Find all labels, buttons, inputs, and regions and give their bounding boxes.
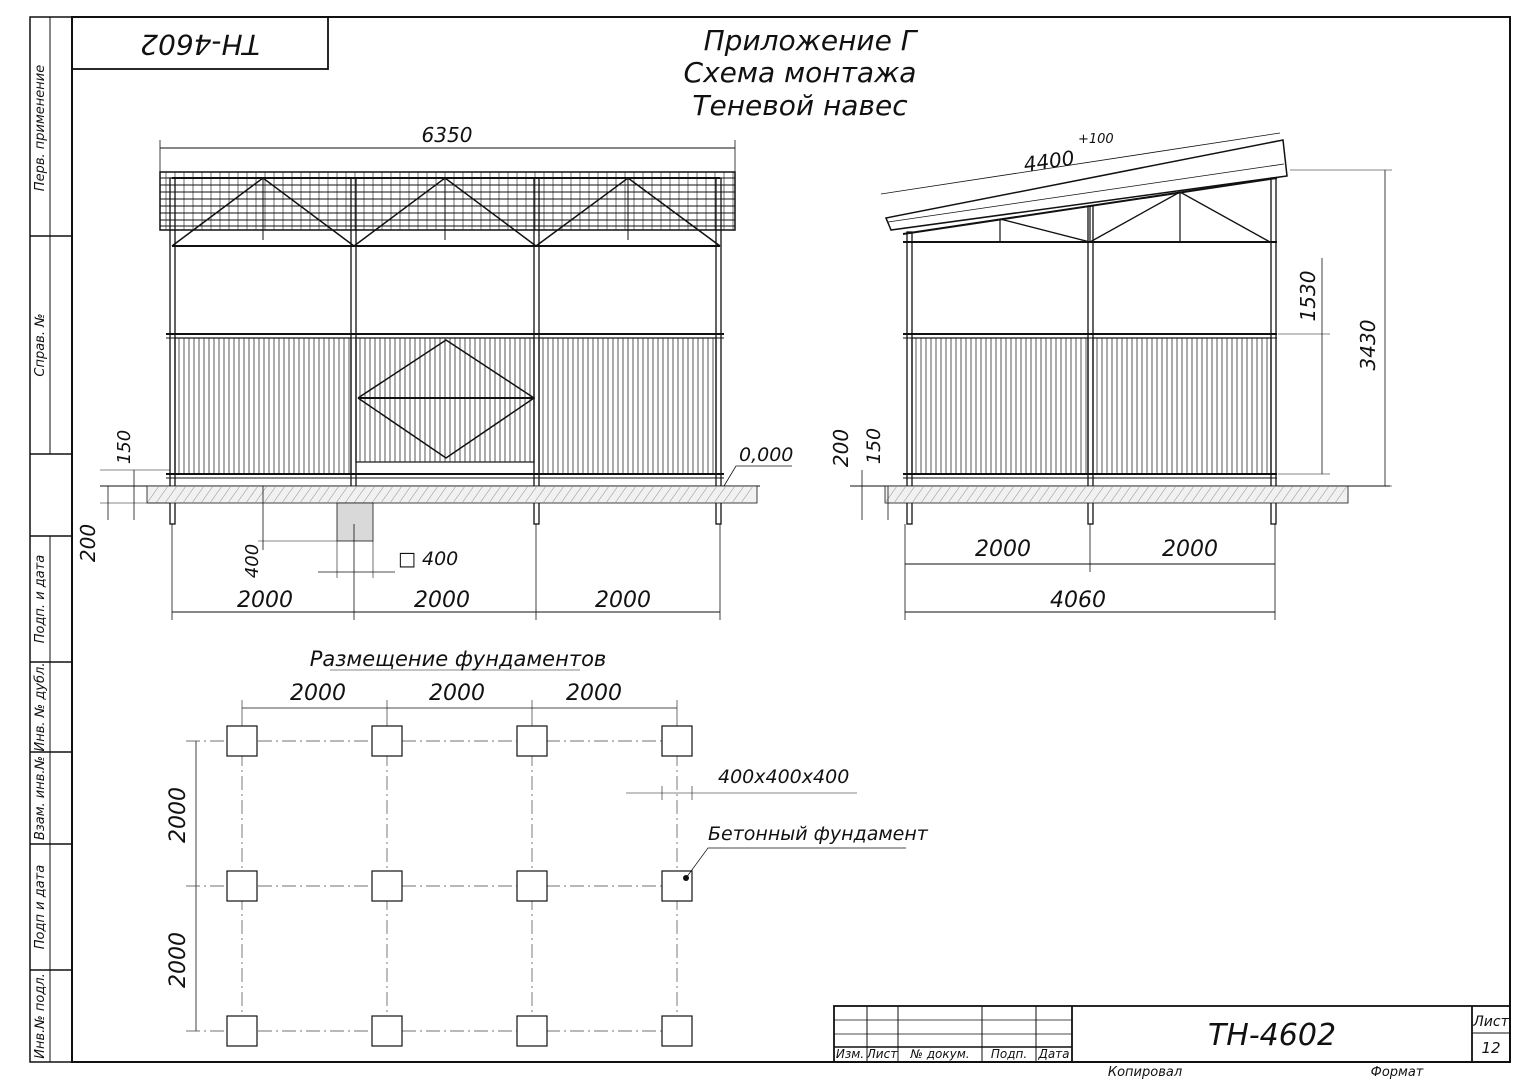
front-dim-bay-1: 2000: [237, 588, 293, 613]
side-label-podp-1: Подп. и дата: [33, 555, 48, 644]
plan-spacing-y-1: 2000: [166, 787, 191, 843]
side-dim-bay-1: 2000: [975, 537, 1031, 562]
side-dim-upper-height: 1530: [1296, 271, 1320, 322]
plan-block-size: 400х400х400: [718, 766, 849, 788]
foundation-block: [371, 725, 403, 757]
foundation-block: [516, 1015, 548, 1047]
plan-axes: [186, 728, 692, 1046]
foundation-block: [516, 725, 548, 757]
foundation-block: [226, 1015, 258, 1047]
title-block: [833, 1005, 1511, 1063]
front-dim-150: 150: [114, 430, 135, 464]
tb-col-data: Дата: [1037, 1047, 1069, 1061]
side-dim-roof-tolerance: +100: [1078, 132, 1114, 147]
front-dim-bay-2: 2000: [414, 588, 470, 613]
side-dim-overall: 4060: [1050, 588, 1106, 613]
tb-format: Формат: [1371, 1065, 1424, 1080]
foundation-block: [516, 870, 548, 902]
side-dim-200: 200: [829, 429, 853, 467]
side-dim-total-height: 3430: [1356, 320, 1380, 371]
tb-copied: Копировал: [1108, 1065, 1182, 1080]
plan-spacing-x-3: 2000: [566, 681, 622, 706]
side-dim-bay-2: 2000: [1162, 537, 1218, 562]
front-dim-overall: 6350: [422, 123, 473, 147]
side-corrugation: [915, 338, 1268, 474]
side-dim-roof-length: 4400: [1022, 146, 1076, 177]
foundation-block: [226, 725, 258, 757]
side-view: [850, 132, 1392, 620]
front-view: [100, 140, 792, 620]
side-label-inv-podl: Инв.№ подл.: [33, 973, 48, 1059]
tb-sheet-label: Лист: [1472, 1014, 1509, 1030]
front-roof-hatch: [160, 177, 735, 227]
front-level-mark: 0,000: [739, 444, 793, 466]
side-label-perv: Перв. применение: [33, 65, 48, 191]
front-dim-200: 200: [76, 524, 100, 562]
tb-col-izm: Изм.: [836, 1047, 864, 1061]
tb-sheet-number: 12: [1481, 1039, 1500, 1057]
front-post-section: □ 400: [398, 548, 458, 570]
side-ground-hatch: [884, 485, 1348, 504]
rotated-stamp: ТН-4602: [71, 16, 329, 70]
side-label-inv-dubl: Инв. № дубл.: [33, 663, 48, 752]
side-label-podp-2: Подп и дата: [33, 865, 48, 949]
foundation-plan: [186, 669, 906, 1047]
foundation-block: [371, 1015, 403, 1047]
plan-callout: Бетонный фундамент: [708, 823, 929, 845]
tb-col-list: Лист: [866, 1047, 898, 1061]
tb-code: ТН-4602: [1208, 1018, 1336, 1053]
title-line-2: Схема монтажа: [684, 56, 917, 89]
side-label-vzam: Взам. инв.№: [33, 756, 48, 840]
foundation-block: [226, 870, 258, 902]
title-line-3: Теневой навес: [692, 89, 908, 122]
foundation-block: [371, 870, 403, 902]
tb-col-podp: Подп.: [991, 1047, 1027, 1061]
side-label-sprav: Справ. №: [33, 313, 48, 376]
plan-title: Размещение фундаментов: [310, 647, 607, 671]
foundation-block: [661, 725, 693, 757]
sheet-frame: [29, 16, 1511, 1063]
front-dim-400: 400: [242, 544, 263, 578]
title-line-1: Приложение Г: [704, 24, 919, 57]
foundation-block: [661, 1015, 693, 1047]
plan-spacing-x-1: 2000: [290, 681, 346, 706]
front-dim-bay-3: 2000: [595, 588, 651, 613]
plan-spacing-x-2: 2000: [429, 681, 485, 706]
front-ground-hatch: [146, 485, 754, 504]
plan-spacing-y-2: 2000: [166, 932, 191, 988]
side-dim-150: 150: [863, 428, 885, 464]
front-corrugation: [178, 338, 714, 474]
tb-col-dokum: № докум.: [909, 1047, 969, 1061]
rotated-stamp-code: ТН-4602: [140, 28, 260, 61]
